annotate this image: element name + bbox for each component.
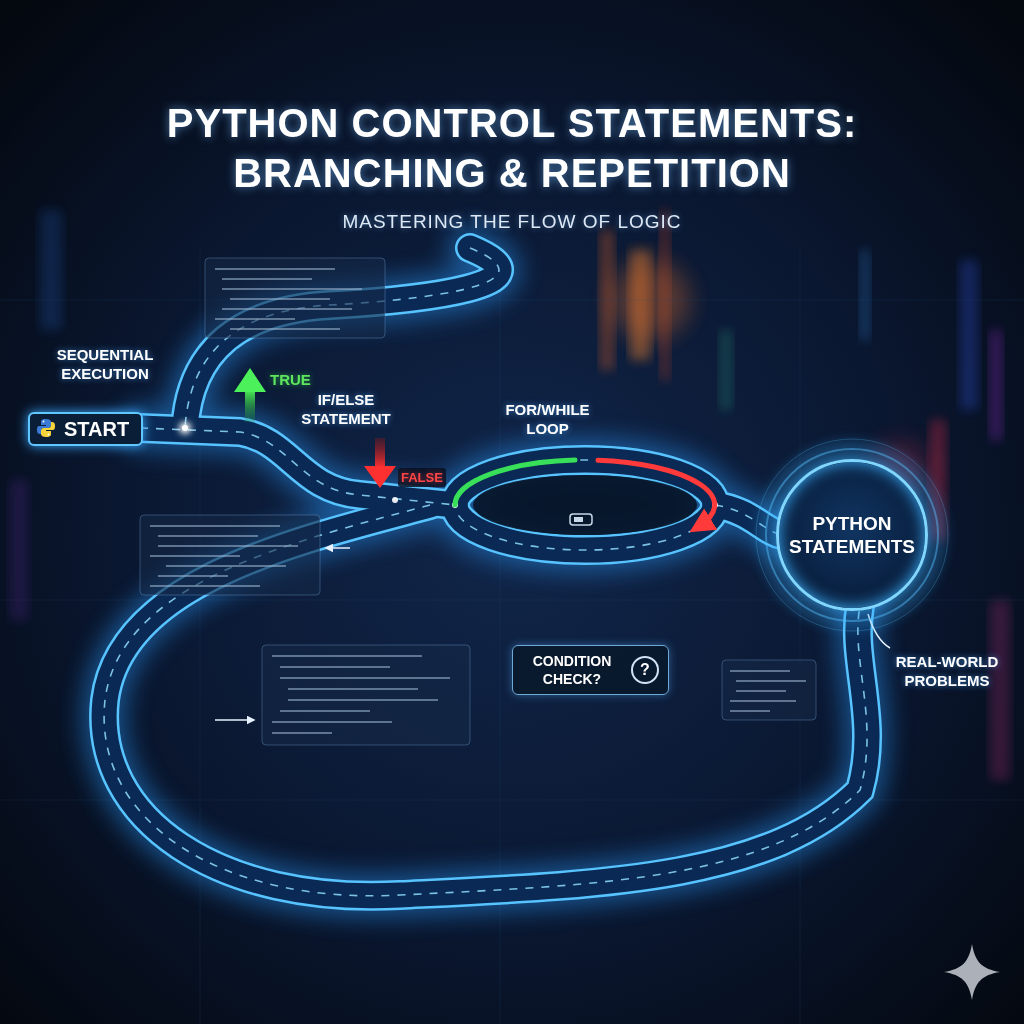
node-text: CONDITION CHECK? (522, 652, 622, 688)
python-logo (36, 418, 56, 438)
statements-circle: PYTHON STATEMENTS (776, 459, 928, 611)
flow-label: REAL-WORLD PROBLEMS (885, 652, 1009, 690)
branch-label: FALSE (398, 468, 446, 487)
node-text: PYTHON STATEMENTS (785, 512, 919, 558)
flow-label: IF/ELSE STATEMENT (290, 390, 402, 428)
start-text: START (64, 418, 129, 440)
subtitle-text: MASTERING THE FLOW OF LOGIC (212, 210, 812, 234)
title-heading: PYTHON CONTROL STATEMENTS: BRANCHING & R… (62, 98, 962, 198)
flow-label: SEQUENTIAL EXECUTION (45, 345, 165, 383)
branch-label: TRUE (270, 370, 311, 389)
question-icon: ? (631, 656, 659, 684)
condition-box: CONDITION CHECK?? (512, 645, 669, 695)
flow-label: FOR/WHILE LOOP (490, 400, 605, 438)
